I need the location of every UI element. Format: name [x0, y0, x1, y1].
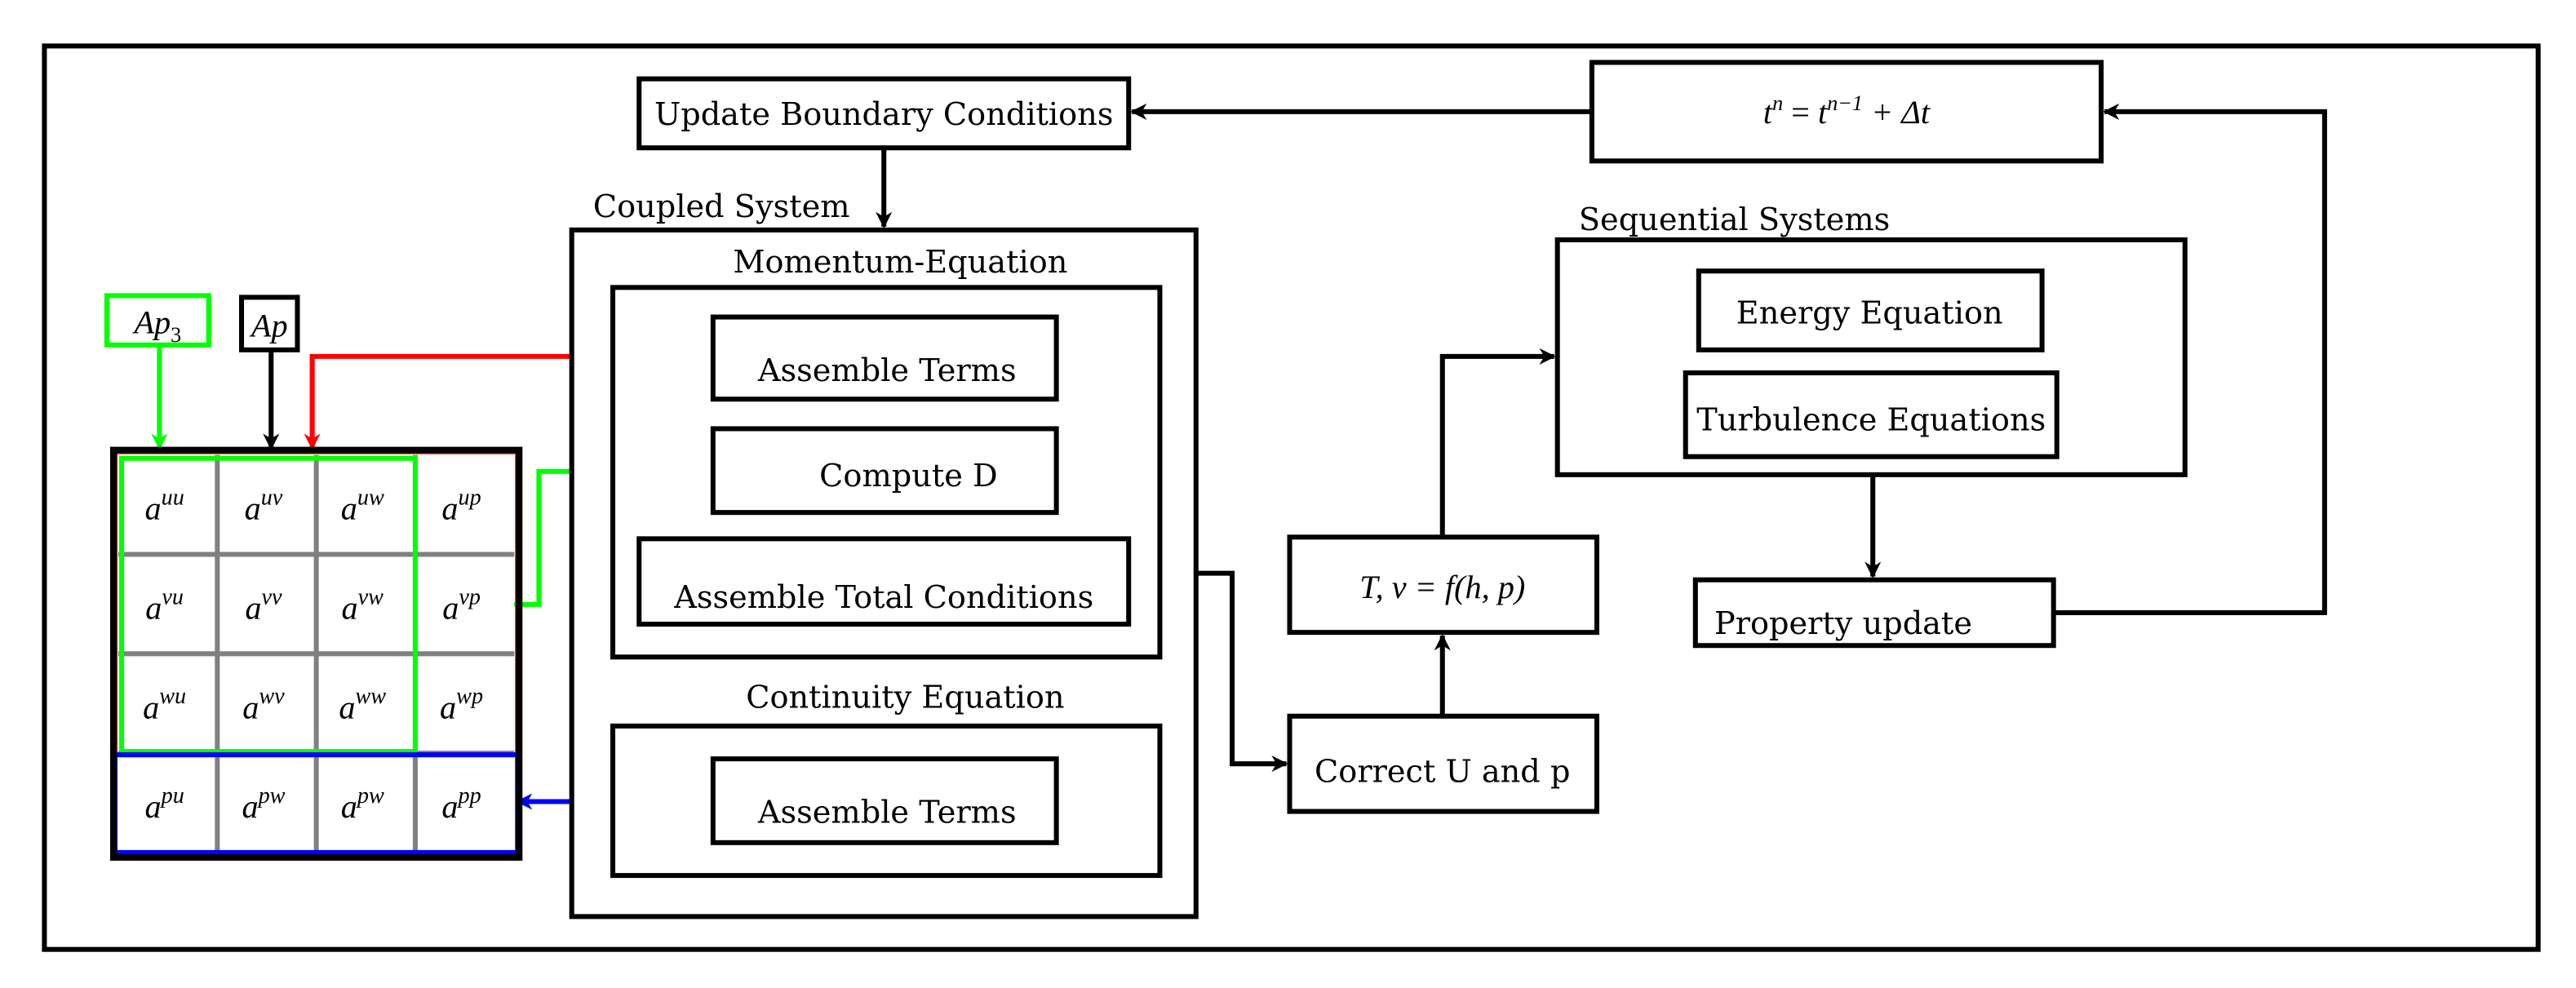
matrix-entry: awu	[143, 684, 186, 725]
matrix-border	[109, 446, 523, 861]
time-update-text: tn = tn−1 + Δt	[1763, 91, 1931, 131]
assemble-terms-2-box	[710, 756, 1059, 845]
turbulence-box	[1683, 370, 2059, 459]
matrix-entry: aup	[441, 485, 481, 527]
sequential-label: Sequential Systems	[1579, 202, 1890, 238]
assemble-total-box	[636, 536, 1132, 627]
matrix-entry: avv	[245, 584, 282, 626]
ap3-text: Ap3	[131, 304, 181, 347]
arrow-property-to-time	[2053, 103, 2327, 615]
matrix-entry: app	[441, 783, 481, 825]
time-update-box	[1589, 60, 2104, 164]
matrix-entry: auu	[145, 485, 184, 527]
matrix-entry: avp	[442, 584, 481, 626]
coupled-system-label: Coupled System	[593, 188, 850, 225]
matrix-entry: aww	[339, 684, 386, 725]
coefficient-matrix: auu auv auw aup avu avv avw avp awu awv aww awp apu a…	[109, 446, 523, 861]
matrix-entry: auw	[341, 485, 384, 527]
assemble-terms-2-text: Assemble Terms	[757, 795, 1017, 831]
matrix-entry: awv	[242, 684, 285, 725]
property-update-box	[1692, 577, 2056, 649]
compute-d-box	[710, 426, 1059, 516]
update-bc-text: Update Boundary Conditions	[654, 96, 1113, 133]
energy-box	[1696, 268, 2045, 352]
velocity-block-outline	[119, 455, 418, 755]
assemble-terms-text: Assemble Terms	[757, 352, 1017, 389]
matrix-entry: apw	[341, 783, 384, 825]
ap3-box	[104, 293, 211, 348]
state-equation-box	[1287, 534, 1600, 636]
matrix-entry: apu	[145, 783, 184, 825]
arrow-state-to-sequential	[1439, 348, 1556, 538]
ap-box	[239, 295, 300, 352]
matrix-entry: avw	[342, 584, 384, 626]
energy-text: Energy Equation	[1736, 295, 2003, 332]
state-equation-text: T, v = f(h, p)	[1359, 569, 1525, 605]
matrix-entry: avu	[145, 584, 184, 626]
ap-text: Ap	[249, 308, 288, 344]
assemble-terms-box	[710, 314, 1059, 402]
matrix-entry: awp	[440, 684, 483, 725]
property-update-text: Property update	[1714, 605, 1972, 642]
arrow-coupled-to-correct	[1195, 570, 1288, 773]
correct-up-box	[1287, 713, 1600, 814]
momentum-label: Momentum-Equation	[733, 244, 1067, 281]
update-bc-box	[636, 76, 1132, 151]
matrix-entry: auv	[245, 485, 283, 527]
turbulence-text: Turbulence Equations	[1696, 401, 2046, 438]
assemble-total-text: Assemble Total Conditions	[673, 579, 1093, 616]
matrix-entry: apw	[242, 783, 285, 825]
continuity-label: Continuity Equation	[746, 680, 1064, 716]
correct-up-text: Correct U and p	[1315, 753, 1570, 790]
outer-frame	[42, 43, 2541, 952]
compute-d-text: Compute D	[819, 458, 998, 494]
